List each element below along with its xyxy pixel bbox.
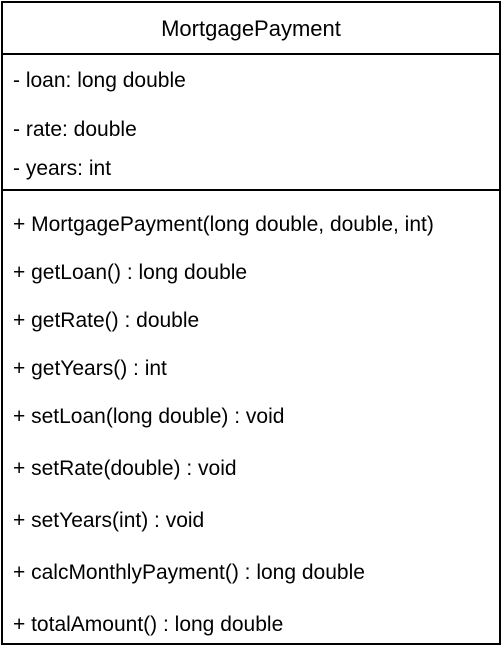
method-set-years: + setYears(int) : void — [13, 509, 205, 532]
method-constructor: + MortgagePayment(long double, double, i… — [13, 213, 434, 236]
method-calc-monthly-payment: + calcMonthlyPayment() : long double — [13, 561, 365, 584]
method-get-rate: + getRate() : double — [13, 309, 200, 332]
methods-compartment: + MortgagePayment(long double, double, i… — [3, 191, 499, 643]
method-set-rate: + setRate(double) : void — [13, 457, 237, 480]
uml-class-box: MortgagePayment - loan: long double - ra… — [1, 1, 501, 645]
attributes-compartment: - loan: long double - rate: double - yea… — [3, 55, 499, 191]
class-name: MortgagePayment — [3, 3, 499, 55]
method-total-amount: + totalAmount() : long double — [13, 613, 284, 636]
attribute-loan: - loan: long double — [13, 69, 186, 92]
method-set-loan: + setLoan(long double) : void — [13, 405, 285, 428]
attribute-rate: - rate: double — [13, 118, 137, 141]
method-get-loan: + getLoan() : long double — [13, 261, 248, 284]
attribute-years: - years: int — [13, 157, 112, 180]
method-get-years: + getYears() : int — [13, 357, 167, 380]
